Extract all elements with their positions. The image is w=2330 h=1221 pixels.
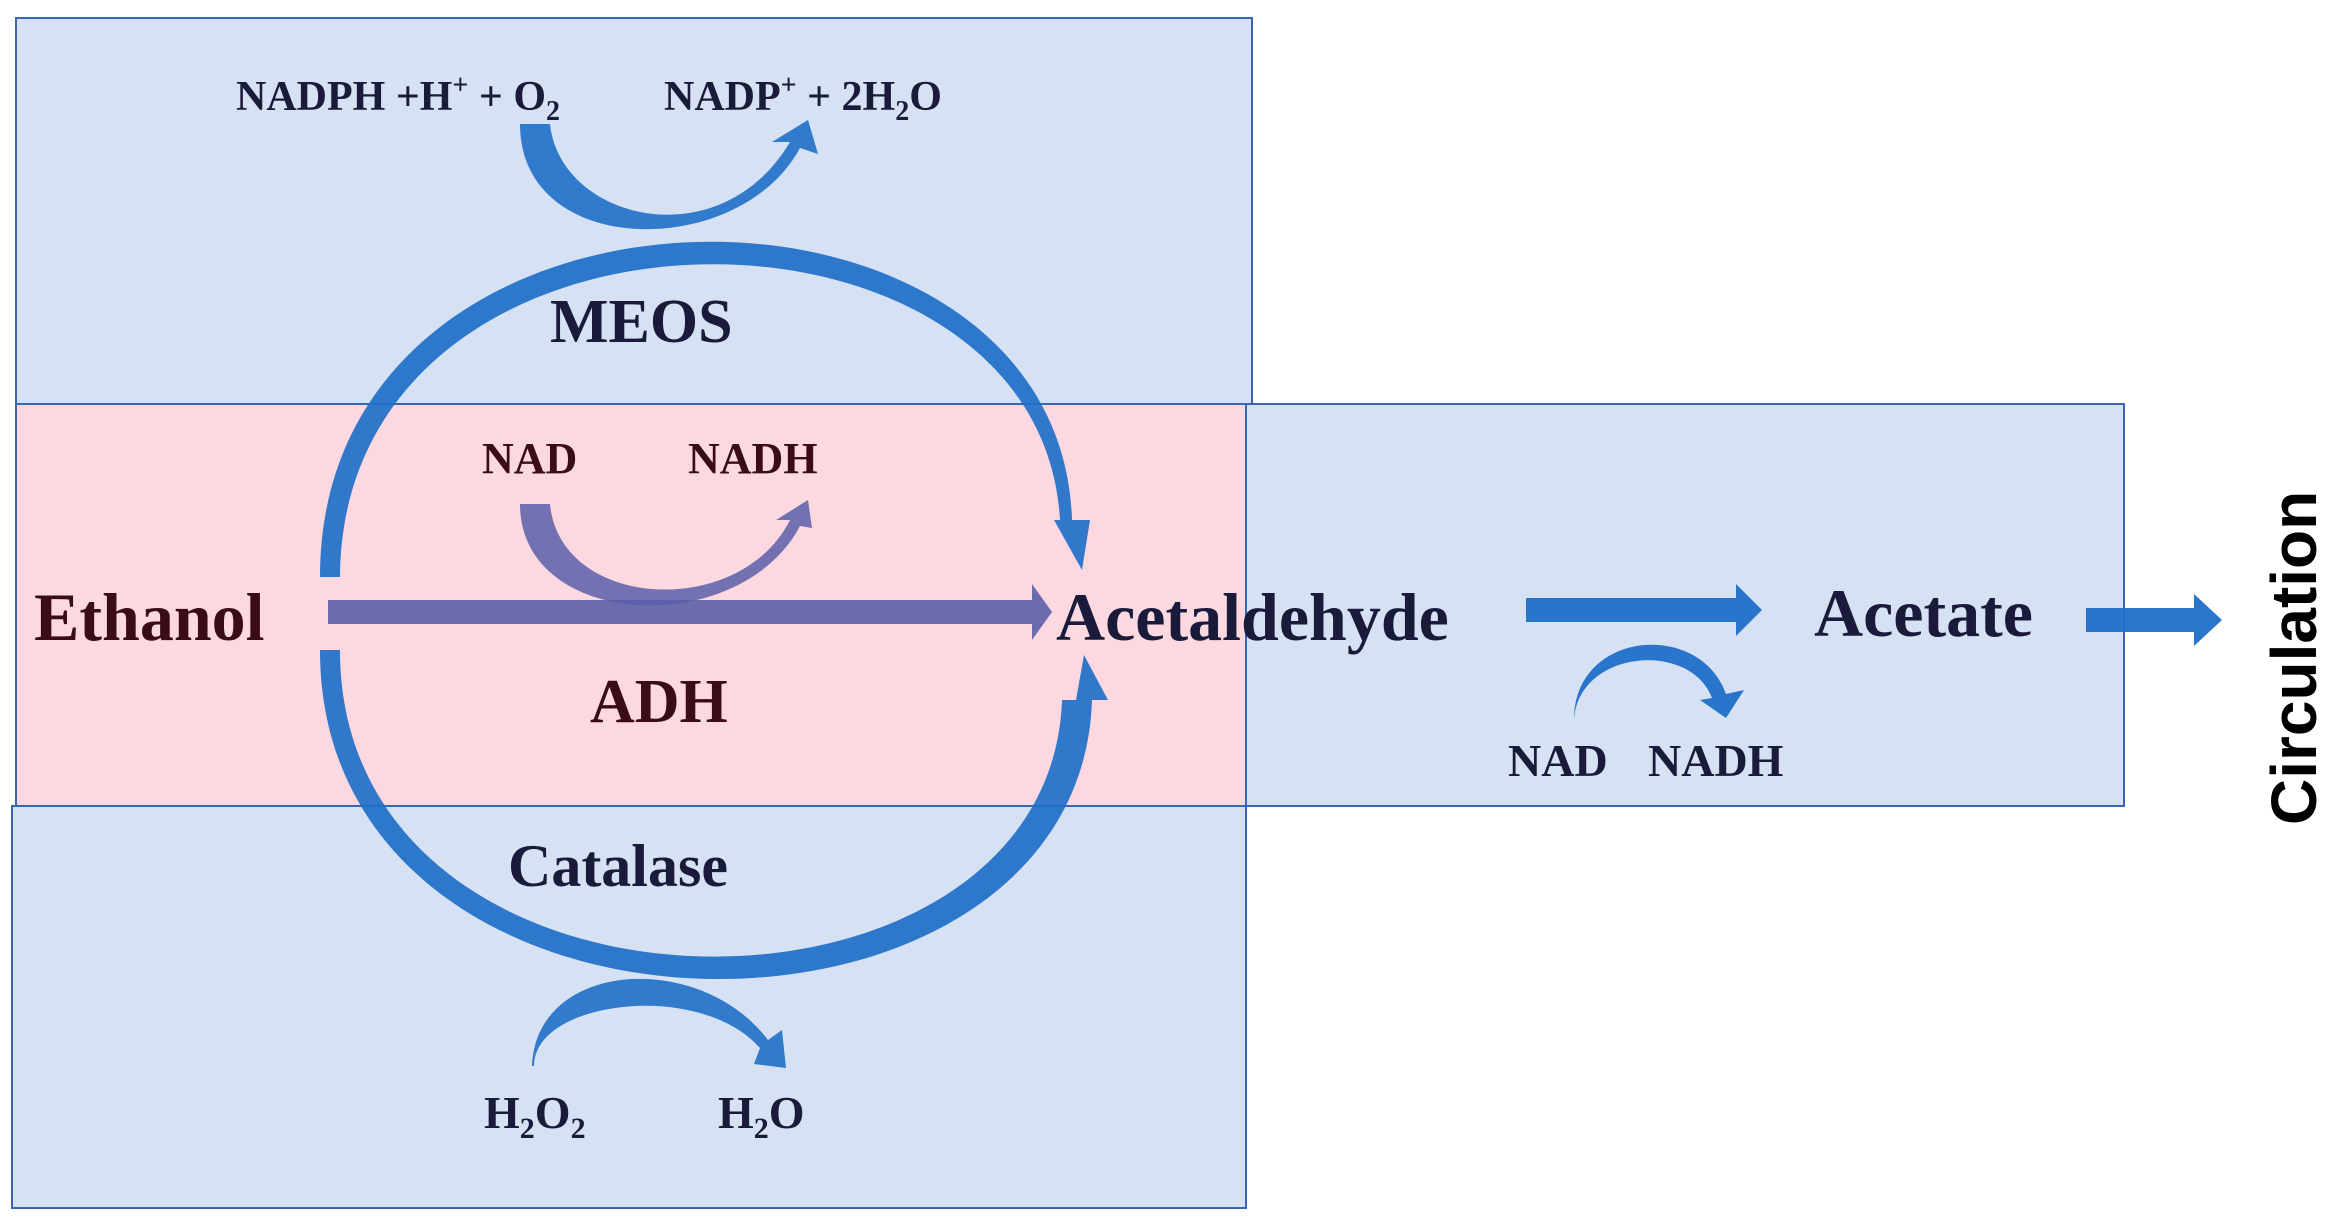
adh-label: ADH	[590, 668, 728, 736]
acetate-label: Acetate	[1814, 575, 2033, 651]
aldh-cofactor-arrow	[1548, 644, 1744, 720]
circulation-arrow	[2086, 594, 2222, 646]
meos-cofactor-in-label: NADPH +H+ + O2	[236, 70, 560, 127]
aldh-straight-arrow	[1526, 584, 1762, 636]
aldh-nad-label: NAD	[1508, 735, 1608, 786]
meos-cofactor-out-label: NADP+ + 2H2O	[664, 70, 942, 127]
adh-cofactor-arrow	[520, 500, 812, 606]
meos-cofactor-arrow	[520, 120, 818, 230]
meos-label: MEOS	[550, 288, 733, 356]
adh-nad-label: NAD	[482, 434, 577, 483]
adh-nadh-label: NADH	[688, 434, 818, 483]
aldh-nadh-label: NADH	[1648, 735, 1784, 786]
acetaldehyde-label: Acetaldehyde	[1056, 579, 1449, 655]
circulation-label: Circulation	[2258, 491, 2330, 825]
catalase-cofactor-in-label: H2O2	[484, 1087, 586, 1145]
catalase-cofactor-out-label: H2O	[718, 1087, 805, 1145]
adh-straight-arrow	[328, 584, 1052, 640]
catalase-label: Catalase	[508, 833, 728, 899]
catalase-panel	[11, 805, 1247, 1209]
ethanol-label: Ethanol	[34, 579, 265, 655]
catalase-cofactor-arrow	[508, 978, 786, 1068]
